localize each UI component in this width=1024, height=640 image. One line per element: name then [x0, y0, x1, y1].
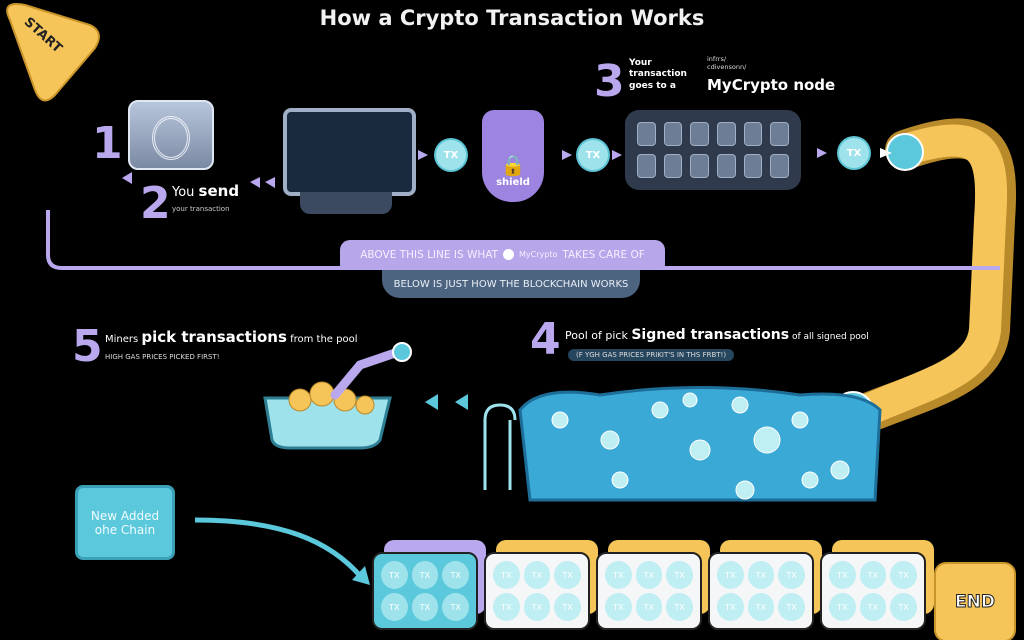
tub-tokens [288, 381, 375, 415]
tx-cell: TX [411, 593, 439, 621]
tx-cell: TX [523, 561, 551, 589]
node-cell [716, 154, 736, 178]
tx-cell: TX [778, 593, 805, 621]
start-badge [6, 3, 100, 102]
tx-cell: TX [523, 593, 551, 621]
node-cell [663, 122, 683, 146]
mycrypto-node-grid [625, 110, 801, 190]
tx-cell: TX [442, 561, 469, 589]
shield-icon: 🔒 shield [482, 110, 544, 202]
node-cell [770, 154, 789, 178]
step-5-text: Miners pick transactions from the pool [105, 328, 358, 346]
node-cell [743, 154, 763, 178]
tx-cell: TX [829, 593, 856, 621]
tx-cell: TX [635, 593, 663, 621]
tx-cell: TX [442, 593, 469, 621]
flow-arrows [122, 148, 892, 188]
step-5-subtext: HIGH GAS PRICES PICKED FIRST! [105, 353, 220, 361]
tx-cell: TX [829, 561, 856, 589]
tx-cell: TX [890, 561, 917, 589]
robot-arm-head [392, 342, 412, 362]
tx-cell: TX [747, 561, 775, 589]
node-cell [637, 122, 656, 146]
step-3-small: infrrs/ cdivensonn/ [707, 55, 747, 71]
below-line-banner: BELOW IS JUST HOW THE BLOCKCHAIN WORKS [382, 270, 640, 298]
new-added-chain-box: New Added ohe Chain [75, 485, 175, 560]
step-4-number: 4 [530, 314, 561, 365]
curved-arrow-head [352, 566, 370, 585]
node-cell [716, 122, 736, 146]
step-4-subtext: (F YGH GAS PRICES PRIKIT'S IN THS FRBT!) [568, 349, 735, 361]
pool-tokens [551, 392, 850, 500]
step-1-number: 1 [92, 118, 123, 169]
tx-cell: TX [890, 593, 917, 621]
divider-line [46, 210, 1000, 270]
node-cell [690, 154, 709, 178]
tx-cell: TX [381, 561, 408, 589]
banner-above-text: ABOVE THIS LINE IS WHAT [360, 248, 499, 261]
tx-token: TX [839, 138, 869, 168]
tx-cell: TX [493, 593, 520, 621]
fingerprint-icon [152, 116, 190, 160]
step-3-number: 3 [594, 56, 625, 107]
robot-arm [330, 347, 403, 400]
tx-cell: TX [635, 561, 663, 589]
node-cell [743, 122, 763, 146]
tx-cell: TX [411, 561, 439, 589]
node-cell [663, 154, 683, 178]
pool-arrows [425, 394, 468, 410]
tx-cell: TX [778, 561, 805, 589]
banner-brand: MyCrypto [519, 250, 558, 259]
shield-label: shield [496, 177, 530, 188]
tx-cell: TX [859, 593, 887, 621]
end-badge: END [934, 562, 1016, 640]
tx-cell: TX [747, 593, 775, 621]
node-cell [637, 154, 656, 178]
step-4-text: Pool of pick Signed transactions of all … [565, 327, 869, 343]
tx-cell: TX [666, 561, 693, 589]
node-cell [770, 122, 789, 146]
computer-monitor-icon [283, 108, 416, 196]
pool-ladder [483, 403, 517, 490]
tx-cell: TX [666, 593, 693, 621]
monitor-stand [300, 192, 392, 214]
tx-token: TX [578, 140, 608, 170]
tx-token: TX [436, 140, 466, 170]
step-2-subtext: your transaction [172, 205, 230, 213]
tx-cell: TX [381, 593, 408, 621]
diagram-title: How a Crypto Transaction Works [319, 6, 705, 30]
step-2-number: 2 [140, 178, 171, 229]
step-3-text: Your transaction goes to a [629, 58, 687, 91]
tx-cell: TX [859, 561, 887, 589]
tube-inlet [886, 133, 924, 171]
curved-arrow [194, 517, 364, 580]
step-3-node-label: MyCrypto node [707, 76, 836, 94]
step-2-text: You send [172, 182, 240, 200]
yellow-tube [834, 124, 1008, 434]
wallet-icon [128, 100, 214, 170]
tx-cell: TX [493, 561, 520, 589]
tx-cell: TX [554, 561, 581, 589]
tx-cell: TX [554, 593, 581, 621]
above-line-banner: ABOVE THIS LINE IS WHAT MyCrypto TAKES C… [340, 240, 665, 269]
step-5-number: 5 [72, 321, 103, 372]
tx-cell: TX [717, 593, 744, 621]
mycrypto-logo-icon [503, 249, 515, 260]
tx-cell: TX [717, 561, 744, 589]
lock-icon: 🔒 [500, 153, 526, 177]
banner-above-text-2: TAKES CARE OF [562, 248, 645, 261]
node-cell [690, 122, 709, 146]
tx-cell: TX [605, 561, 632, 589]
tx-cell: TX [605, 593, 632, 621]
